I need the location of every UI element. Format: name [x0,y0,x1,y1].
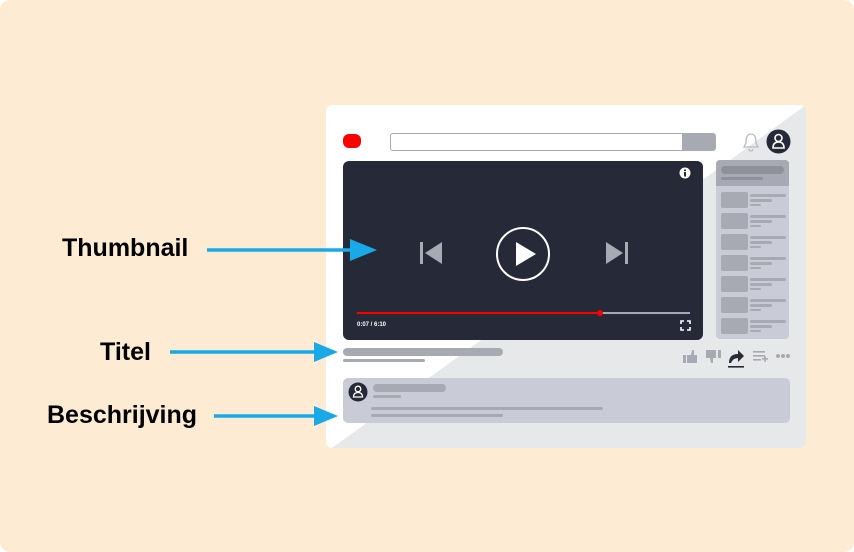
text-line [750,278,786,281]
text-line [750,304,772,307]
sidebar-video-item[interactable] [716,297,789,315]
text-line [750,199,772,202]
text-line [750,236,786,239]
video-thumbnail [721,192,748,208]
text-line [750,257,786,260]
description-box [343,378,790,423]
text-line [750,262,772,265]
browser-window: 0:07 / 6:10 [326,105,806,448]
text-line [750,330,761,332]
arrow-title [170,342,338,362]
video-player[interactable]: 0:07 / 6:10 [343,161,703,340]
sidebar-video-item[interactable] [716,318,789,336]
text-line [750,288,761,290]
next-icon[interactable] [605,241,629,265]
progress-fill [357,312,601,314]
more-icon[interactable] [776,354,790,358]
label-title: Titel [100,338,151,366]
time-display: 0:07 / 6:10 [357,322,387,328]
dislike-icon[interactable] [706,350,721,363]
video-thumbnail [721,234,748,250]
sidebar-header [716,160,789,186]
sidebar-video-item[interactable] [716,192,789,210]
arrow-thumbnail [207,239,377,261]
subscriber-placeholder [373,395,401,398]
text-line [750,299,786,302]
text-line [750,204,761,206]
channel-name-placeholder [373,384,446,392]
previous-icon[interactable] [419,241,443,265]
description-line [371,407,603,410]
channel-avatar-icon[interactable] [348,382,368,402]
sidebar-video-item[interactable] [716,276,789,294]
play-icon[interactable] [495,226,551,282]
label-description: Beschrijving [47,401,198,429]
sidebar-video-item[interactable] [716,213,789,231]
video-thumbnail [721,213,748,229]
avatar-icon[interactable] [766,129,791,154]
fullscreen-icon[interactable] [680,320,691,331]
arrow-description [214,406,338,426]
text-line [750,220,772,223]
video-thumbnail [721,276,748,292]
text-line [750,309,761,311]
video-thumbnail [721,318,748,334]
sidebar-video-item[interactable] [716,234,789,252]
add-to-playlist-icon[interactable] [753,351,768,362]
video-thumbnail [721,297,748,313]
sidebar-video-item[interactable] [716,255,789,273]
text-line [750,215,786,218]
search-input[interactable] [390,133,716,151]
description-line [371,414,503,417]
text-line [750,225,761,227]
search-button[interactable] [682,134,715,150]
video-actions [683,350,790,368]
share-icon[interactable] [728,350,744,368]
text-line [750,283,772,286]
text-line [750,325,772,328]
video-title-placeholder [343,348,503,356]
text-line [750,241,772,244]
logo-icon[interactable] [343,134,361,148]
recommendations-sidebar [716,160,789,339]
progress-bar[interactable] [357,310,690,316]
video-thumbnail [721,255,748,271]
video-meta-placeholder [343,359,425,362]
info-icon[interactable] [679,167,691,179]
text-line [750,194,786,197]
progress-handle[interactable] [597,310,604,316]
bell-icon[interactable] [742,132,760,152]
text-line [750,267,761,269]
text-line [750,246,761,248]
label-thumbnail: Thumbnail [62,234,189,262]
like-icon[interactable] [683,350,697,363]
text-line [750,320,786,323]
